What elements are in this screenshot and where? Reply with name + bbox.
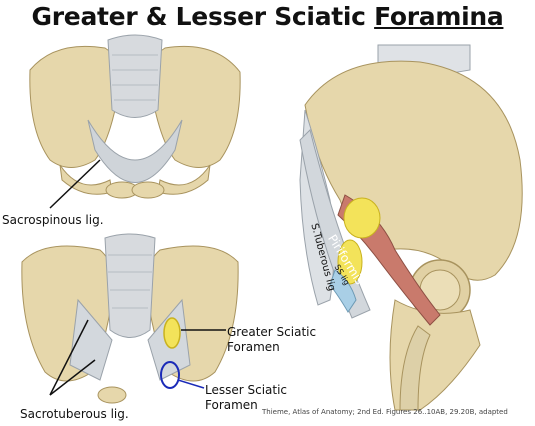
sacrospinous-label: Sacrospinous lig. [2,213,104,227]
lesser-foramen-label-line2: Foramen [205,398,258,412]
pelvis-posterior-view [21,233,239,404]
greater-foramen-label-line1: Greater Sciatic [227,325,317,339]
lesser-foramen-pointer [177,379,205,389]
sacrospinous-pointer [49,159,101,209]
hip-lateral-view [299,44,523,411]
sacrotuberous-label: Sacrotuberous lig. [20,407,129,421]
page-title: Greater & Lesser Sciatic Foramina [0,0,535,36]
sacrotuberous-pointer-1 [49,319,89,396]
sacrotuberous-pointer-2 [49,359,96,396]
lesser-foramen-label-line1: Lesser Sciatic [205,383,288,397]
citation-text: Thieme, Atlas of Anatomy; 2nd Ed. Figure… [262,408,508,416]
pelvis-anterior-view [29,34,241,199]
title-text: Greater & Lesser Sciatic [31,2,375,31]
greater-sciatic-foramen-marker [163,317,181,349]
lesser-sciatic-foramen-marker [160,361,180,389]
title-underlined-text: Foramina [374,2,504,31]
greater-foramen-label-line2: Foramen [227,340,280,354]
